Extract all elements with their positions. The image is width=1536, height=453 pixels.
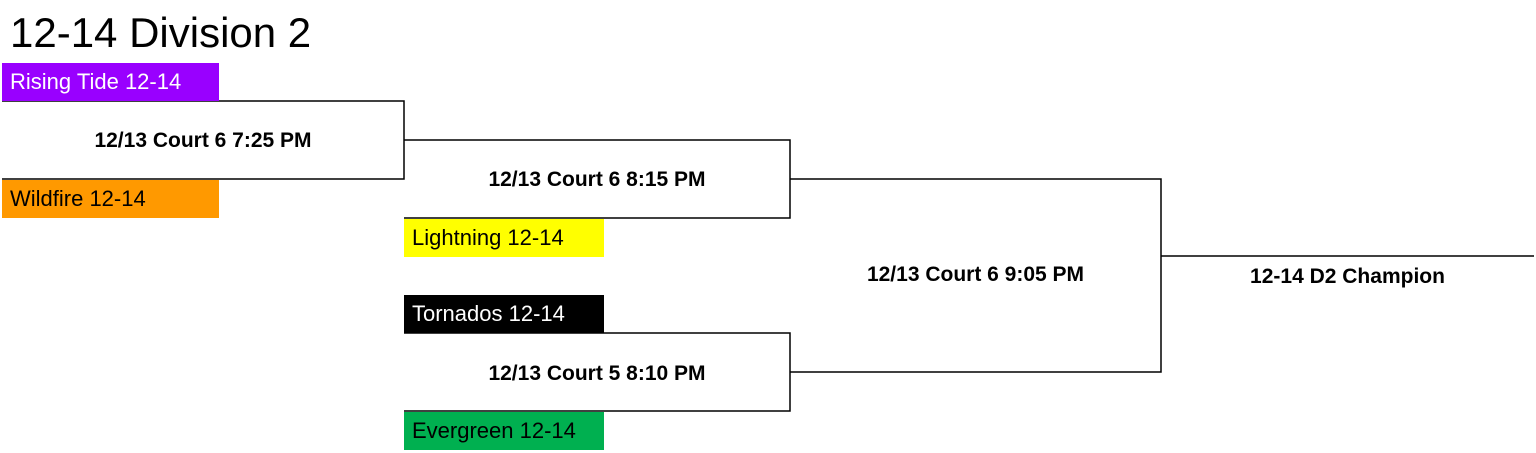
team-wildfire: Wildfire 12-14: [2, 180, 219, 218]
champion-label: 12-14 D2 Champion: [1250, 265, 1445, 288]
game-1-info: 12/13 Court 6 7:25 PM: [94, 129, 312, 152]
game4-bracket-line: [790, 178, 1162, 373]
team-label: Wildfire 12-14: [10, 186, 146, 211]
team-tornados: Tornados 12-14: [404, 295, 604, 333]
team-label: Rising Tide 12-14: [10, 69, 182, 94]
game-4-info: 12/13 Court 6 9:05 PM: [866, 263, 1085, 286]
team-evergreen: Evergreen 12-14: [404, 412, 604, 450]
team-label: Tornados 12-14: [412, 301, 565, 326]
game-3-info: 12/13 Court 5 8:10 PM: [488, 362, 706, 385]
team-label: Evergreen 12-14: [412, 418, 576, 443]
team-rising-tide: Rising Tide 12-14: [2, 63, 219, 101]
team-lightning: Lightning 12-14: [404, 219, 604, 257]
team-label: Lightning 12-14: [412, 225, 564, 250]
game-2-info: 12/13 Court 6 8:15 PM: [488, 168, 706, 191]
bracket-title: 12-14 Division 2: [10, 9, 312, 56]
